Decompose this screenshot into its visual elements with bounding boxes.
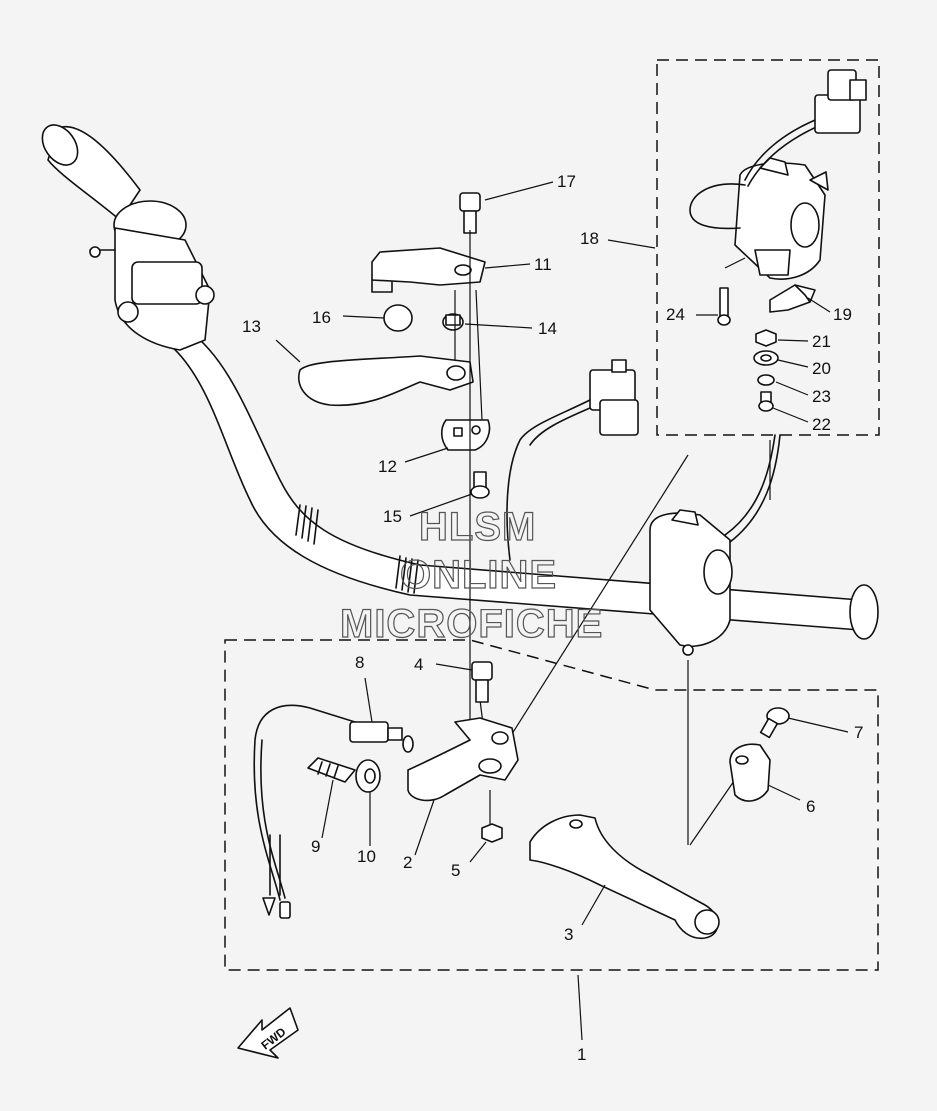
- callout-13: 13: [242, 317, 261, 336]
- callout-24: 24: [666, 305, 685, 324]
- part-8-adjuster: [253, 704, 414, 919]
- callout-14: 14: [538, 319, 557, 338]
- part-12-plate: [440, 419, 491, 451]
- callout-2: 2: [403, 853, 412, 872]
- part-2-lever-holder: [407, 717, 519, 802]
- watermark-line-1: HLSM: [419, 505, 536, 549]
- callout-4: 4: [414, 655, 423, 674]
- brake-master-cylinder: [89, 200, 215, 351]
- part-15-bolt: [470, 471, 490, 499]
- part-9-adjuster-bolt: [307, 757, 356, 783]
- part-18-switch: [689, 69, 867, 280]
- part-4-bolt: [471, 661, 493, 703]
- part-23-washer: [757, 374, 775, 386]
- part-20-washer: [753, 350, 779, 366]
- callout-5: 5: [451, 861, 460, 880]
- watermark-line-2: ONLINE: [400, 553, 557, 597]
- callout-23: 23: [812, 387, 831, 406]
- callout-21: 21: [812, 332, 831, 351]
- group-box-1: [224, 639, 879, 971]
- switch-connector: [506, 359, 639, 561]
- callout-1: 1: [577, 1045, 586, 1064]
- part-16-cap: [383, 304, 413, 332]
- part-7-bolt: [759, 707, 790, 739]
- watermark: HLSM ONLINE MICROFICHE: [339, 504, 603, 646]
- callout-19: 19: [833, 305, 852, 324]
- callout-15: 15: [383, 507, 402, 526]
- callout-9: 9: [311, 837, 320, 856]
- callout-12: 12: [378, 457, 397, 476]
- part-3-lever: [529, 814, 720, 940]
- part-21-nut: [755, 329, 777, 347]
- part-14-collar: [442, 313, 464, 331]
- watermark-line-3: MICROFICHE: [340, 602, 603, 646]
- callout-11: 11: [534, 255, 552, 274]
- callout-20: 20: [812, 359, 831, 378]
- part-10-locknut: [355, 759, 381, 793]
- handlebar: [169, 329, 879, 640]
- part-11-bracket: [371, 247, 486, 293]
- group-box-18: [656, 59, 880, 436]
- callout-7: 7: [854, 723, 863, 742]
- part-19-clamp: [769, 284, 816, 313]
- callout-numbers: 17 11 16 14 13 12 15 18 24 19 21 20 23 2…: [242, 172, 863, 1064]
- assembly-guide-lines: [454, 230, 771, 846]
- part-22-screw: [758, 391, 774, 412]
- switch-assembly-main: [649, 434, 781, 656]
- callout-6: 6: [806, 797, 815, 816]
- callout-3: 3: [564, 925, 573, 944]
- leader-lines: [275, 181, 849, 1041]
- part-13-lever: [298, 355, 474, 407]
- part-17-bolt: [459, 192, 481, 234]
- part-6-clamp: [729, 743, 771, 802]
- callout-16: 16: [312, 308, 331, 327]
- throttle-grip: [41, 124, 141, 221]
- callout-22: 22: [812, 415, 831, 434]
- callout-18: 18: [580, 229, 599, 248]
- callout-10: 10: [357, 847, 376, 866]
- part-5-nut: [481, 823, 503, 843]
- part-24-screw: [717, 287, 731, 326]
- callout-17: 17: [557, 172, 576, 191]
- callout-8: 8: [355, 653, 364, 672]
- fwd-arrow-icon: FWD: [237, 1007, 299, 1059]
